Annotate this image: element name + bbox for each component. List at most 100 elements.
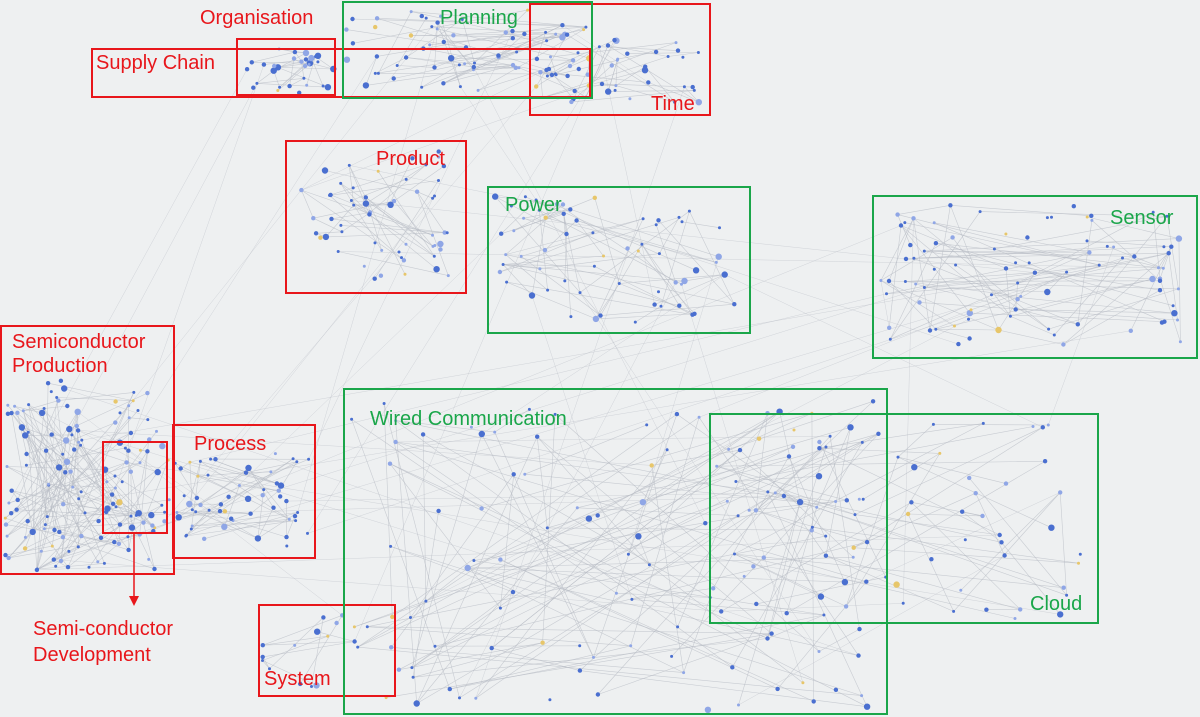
- graph-edge: [32, 408, 45, 532]
- graph-edge: [505, 218, 644, 255]
- graph-edge: [500, 474, 514, 609]
- graph-edge: [77, 411, 343, 616]
- graph-edge: [818, 628, 860, 652]
- graph-edge: [651, 449, 741, 466]
- graph-edge: [525, 196, 564, 215]
- graph-node: [307, 457, 311, 461]
- graph-node: [690, 84, 695, 90]
- graph-node: [270, 67, 277, 74]
- graph-edge: [739, 449, 854, 558]
- graph-edge: [262, 660, 317, 686]
- graph-node: [929, 557, 934, 562]
- graph-node: [26, 430, 30, 434]
- graph-node: [20, 427, 24, 431]
- graph-edge: [248, 467, 290, 520]
- graph-edge: [644, 66, 675, 103]
- graph-node: [9, 488, 14, 493]
- graph-node: [1016, 281, 1020, 285]
- graph-edge: [845, 453, 941, 607]
- graph-edge: [929, 205, 951, 331]
- graph-node: [981, 421, 985, 425]
- graph-edge: [378, 11, 412, 74]
- graph-node: [654, 223, 658, 227]
- graph-node: [374, 16, 380, 21]
- graph-node: [424, 16, 428, 20]
- graph-edge: [115, 64, 265, 489]
- graph-node: [652, 302, 657, 307]
- graph-node: [302, 63, 308, 69]
- graph-node: [272, 63, 277, 69]
- graph-node: [132, 390, 136, 394]
- graph-edge: [423, 48, 568, 77]
- graph-node: [578, 644, 582, 648]
- graph-edge: [346, 29, 467, 48]
- graph-node: [545, 526, 549, 530]
- graph-edge: [521, 256, 601, 316]
- graph-edge: [8, 69, 248, 504]
- graph-node: [472, 559, 476, 562]
- graph-node: [340, 230, 344, 234]
- graph-node: [276, 488, 281, 493]
- graph-edge: [934, 222, 1090, 253]
- graph-edge: [494, 431, 594, 658]
- graph-node: [6, 403, 10, 407]
- graph-node: [522, 216, 526, 220]
- graph-edge: [962, 511, 1002, 543]
- graph-node: [131, 399, 135, 403]
- graph-node: [959, 588, 963, 592]
- graph-node: [147, 557, 151, 561]
- graph-edge: [393, 63, 465, 79]
- graph-edge: [392, 413, 678, 618]
- graph-node: [410, 666, 414, 670]
- graph-node: [809, 528, 814, 533]
- graph-node: [362, 82, 370, 89]
- graph-node: [324, 84, 332, 91]
- graph-node: [833, 687, 839, 692]
- graph-node: [653, 49, 659, 55]
- graph-node: [605, 43, 611, 48]
- graph-edge: [70, 471, 117, 507]
- graph-node: [294, 519, 298, 523]
- graph-node: [474, 696, 478, 700]
- graph-node: [1061, 342, 1066, 347]
- graph-edge: [416, 507, 578, 704]
- graph-node: [70, 433, 74, 437]
- graph-node: [175, 514, 182, 521]
- label-cloud: Cloud: [1030, 593, 1083, 615]
- graph-node: [824, 534, 828, 538]
- graph-node: [42, 527, 46, 531]
- graph-edge: [411, 11, 506, 33]
- graph-edge: [48, 411, 78, 486]
- label-product: Product: [376, 148, 445, 170]
- graph-node: [273, 452, 277, 456]
- graph-node: [737, 703, 740, 707]
- graph-node: [1002, 553, 1007, 558]
- graph-node: [886, 278, 892, 284]
- graph-node: [184, 534, 188, 538]
- graph-node: [451, 33, 456, 38]
- graph-edge: [28, 404, 82, 537]
- graph-edge: [1054, 257, 1123, 336]
- graph-edge: [566, 34, 675, 103]
- graph-node: [25, 518, 30, 524]
- graph-node: [498, 606, 502, 610]
- graph-node: [796, 498, 804, 506]
- graph-edge: [434, 37, 513, 68]
- graph-node: [129, 514, 133, 518]
- graph-edge: [301, 71, 541, 191]
- graph-node: [554, 201, 560, 207]
- graph-node: [24, 463, 28, 467]
- graph-node: [911, 216, 916, 221]
- graph-node: [473, 61, 476, 65]
- graph-node: [299, 59, 304, 64]
- graph-edge: [354, 45, 609, 642]
- graph-edge: [277, 64, 310, 91]
- graph-node: [861, 497, 865, 501]
- graph-edge: [491, 647, 580, 671]
- graph-node: [134, 513, 138, 517]
- graph-edge: [11, 412, 29, 433]
- graph-node: [696, 51, 700, 54]
- graph-edge: [1077, 216, 1168, 325]
- graph-edge: [473, 66, 706, 524]
- graph-node: [154, 468, 161, 476]
